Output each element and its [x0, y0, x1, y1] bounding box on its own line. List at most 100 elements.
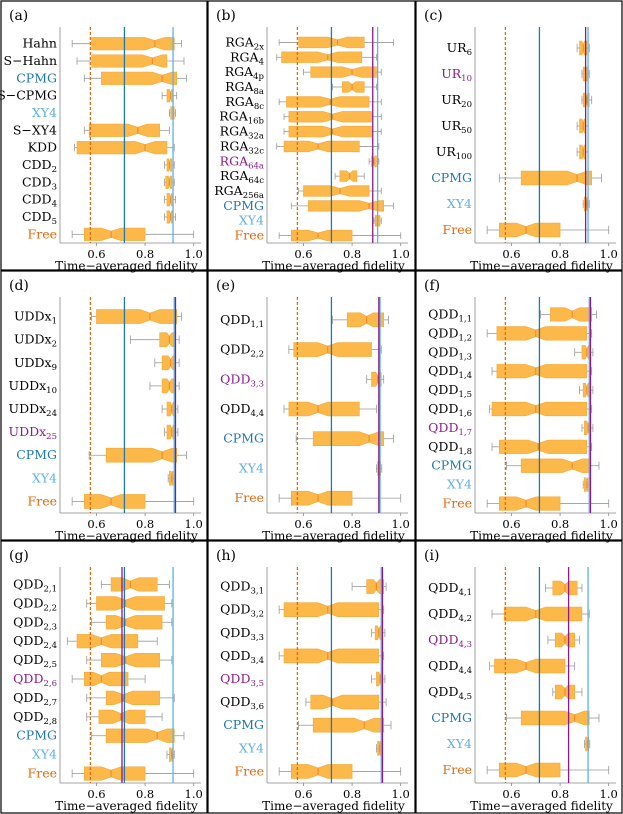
- box-qdd3-3: QDD3,3: [220, 371, 385, 389]
- category-label: UDDx9: [14, 355, 57, 373]
- box-body: [520, 710, 590, 726]
- x-axis-label: Time−averaged fidelity: [470, 799, 613, 813]
- box-body: [159, 332, 175, 347]
- box-rga4p: RGA4p: [225, 64, 382, 82]
- box-body: [499, 222, 561, 238]
- category-label: XY4: [32, 105, 57, 120]
- category-label: QDD4,4: [428, 658, 472, 676]
- box-uddx9: UDDx9: [14, 355, 180, 373]
- category-label: Free: [443, 222, 472, 237]
- box-body: [288, 111, 372, 123]
- category-label: QDD2,8: [13, 709, 57, 727]
- box-qdd2-2: QDD2,2: [13, 595, 173, 613]
- category-label: UDDx24: [9, 401, 57, 419]
- box-xy4: XY4: [447, 477, 590, 492]
- category-label: QDD1,3: [428, 344, 472, 362]
- box-body: [91, 54, 168, 68]
- box-s-cpmg: S−CPMG: [0, 88, 178, 103]
- box-xy4: XY4: [32, 105, 176, 120]
- box-body: [579, 118, 586, 134]
- box-qdd2-6: QDD2,6: [13, 671, 146, 689]
- category-label: CPMG: [16, 447, 57, 462]
- box-uddx25: UDDx25: [9, 424, 179, 442]
- category-label: UR50: [441, 118, 472, 136]
- panel-label: (h): [216, 548, 236, 564]
- category-label: QDD1,1: [428, 306, 472, 324]
- box-qdd4-1: QDD4,1: [428, 580, 583, 598]
- box-body: [339, 170, 358, 182]
- category-label: QDD2,7: [13, 690, 57, 708]
- category-label: CPMG: [16, 728, 57, 743]
- box-body: [165, 175, 173, 189]
- box-xy4: XY4: [447, 196, 590, 212]
- box-body: [291, 229, 353, 242]
- panel-frame: [0, 540, 208, 814]
- category-label: RGA8c: [225, 94, 264, 112]
- box-cpmg: CPMG: [223, 431, 394, 447]
- box-free: Free: [28, 226, 195, 241]
- category-label: QDD1,6: [428, 401, 472, 419]
- box-ur100: UR100: [436, 144, 589, 162]
- category-label: CPMG: [431, 458, 472, 473]
- box-body: [84, 671, 129, 687]
- box-qdd1-3: QDD1,3: [428, 344, 594, 362]
- category-label: QDD2,2: [220, 342, 264, 360]
- box-cdd4: CDD4: [22, 192, 176, 210]
- category-label: UR10: [441, 66, 472, 84]
- category-label: QDD3,1: [220, 579, 264, 597]
- box-body: [288, 401, 360, 417]
- box-qdd4-5: QDD4,5: [428, 684, 583, 702]
- box-body: [342, 81, 365, 93]
- box-s-xy4: S−XY4: [13, 122, 170, 137]
- category-label: QDD2,5: [13, 652, 57, 670]
- box-qdd2-3: QDD2,3: [13, 614, 173, 632]
- box-body: [496, 326, 588, 341]
- box-qdd2-8: QDD2,8: [13, 709, 163, 727]
- box-qdd3-3: QDD3,3: [220, 625, 386, 643]
- box-cpmg: CPMG: [16, 728, 185, 743]
- category-label: QDD3,3: [220, 625, 264, 643]
- box-cpmg: CPMG: [16, 447, 187, 463]
- category-label: XY4: [239, 460, 264, 475]
- category-label: CPMG: [223, 431, 264, 446]
- box-body: [91, 37, 175, 51]
- box-qdd1-6: QDD1,6: [428, 401, 593, 419]
- box-xy4: XY4: [32, 470, 175, 486]
- box-qdd3-4: QDD3,4: [220, 648, 385, 666]
- x-tick-label: 1.0: [600, 517, 618, 531]
- box-body: [84, 766, 146, 781]
- x-tick-label: 1.0: [185, 517, 203, 531]
- box-xy4: XY4: [239, 213, 382, 228]
- x-tick-label: 0.8: [343, 517, 361, 531]
- box-qdd1-1: QDD1,1: [220, 312, 389, 330]
- category-label: CPMG: [16, 70, 57, 85]
- category-label: S−XY4: [13, 122, 57, 137]
- category-label: Free: [443, 496, 472, 511]
- x-tick-label: 0.6: [502, 247, 520, 261]
- box-body: [105, 447, 177, 463]
- category-label: QDD4,5: [428, 684, 472, 702]
- x-tick-label: 1.0: [185, 247, 203, 261]
- box-qdd4-4: QDD4,4: [220, 401, 377, 419]
- box-body: [312, 717, 384, 733]
- x-axis-label: Time−averaged fidelity: [55, 529, 198, 543]
- box-cpmg: CPMG: [223, 717, 392, 733]
- box-free: Free: [235, 490, 402, 506]
- box-qdd2-4: QDD2,4: [13, 633, 158, 651]
- box-body: [346, 312, 384, 328]
- category-label: CPMG: [431, 710, 472, 725]
- box-body: [101, 71, 177, 85]
- box-free: Free: [235, 763, 402, 779]
- box-rga64c: RGA64c: [220, 168, 365, 186]
- category-label: RGA4: [230, 49, 264, 67]
- box-cdd3: CDD3: [22, 174, 175, 192]
- x-axis-label: Time−averaged fidelity: [55, 799, 198, 813]
- panel-frame: [415, 540, 623, 814]
- box-body: [310, 66, 377, 78]
- x-tick-label: 0.8: [551, 787, 569, 801]
- category-label: XY4: [32, 747, 57, 762]
- category-label: XY4: [239, 740, 264, 755]
